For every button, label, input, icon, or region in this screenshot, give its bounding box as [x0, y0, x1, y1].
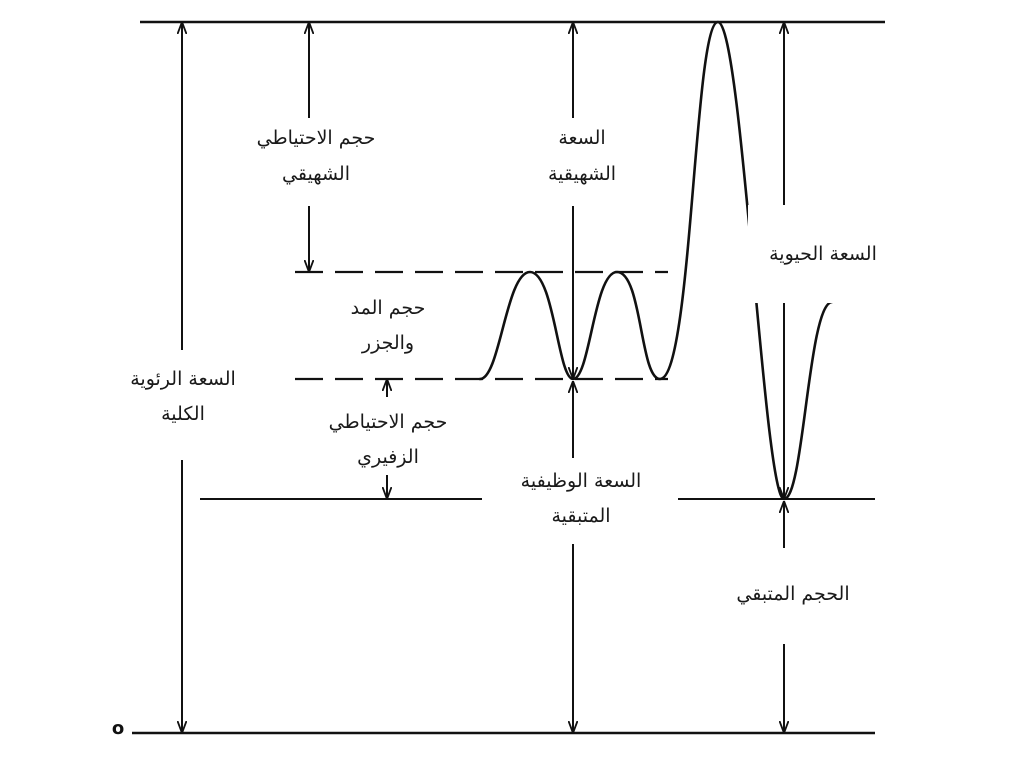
residual-volume-label: الحجم المتبقي: [736, 583, 849, 605]
label-bg-residual-volume: [718, 548, 870, 644]
tidal-volume-label-line2: والجزر: [361, 332, 414, 354]
label-bg-vital-capacity: [748, 205, 898, 303]
origin-zero-label: o: [112, 718, 124, 739]
expiratory-reserve-volume-label-line2: الزفيري: [357, 446, 419, 468]
functional-residual-capacity-label-line1: السعة الوظيفية: [521, 470, 642, 492]
total-lung-capacity-label-line2: الكلية: [161, 403, 205, 425]
spirogram-curve: [478, 20, 834, 501]
total-lung-capacity-label-line1: السعة الرئوية: [130, 368, 236, 390]
tidal-volume-label-line1: حجم المد: [351, 297, 426, 319]
inspiratory-reserve-volume-label-line1: حجم الاحتياطي: [257, 127, 376, 149]
functional-residual-capacity-label-line2: المتبقية: [551, 505, 610, 527]
expiratory-reserve-volume-label-line1: حجم الاحتياطي: [329, 411, 448, 433]
label-bg-inspiratory-capacity: [525, 118, 640, 206]
label-bg-inspiratory-reserve-volume: [238, 118, 398, 206]
inspiratory-reserve-volume-label-line2: الشهيقي: [282, 163, 350, 185]
label-bg-total-lung-capacity: [112, 350, 254, 460]
vital-capacity-label: السعة الحيوية: [769, 243, 877, 265]
inspiratory-capacity-label-line1: السعة: [558, 127, 605, 149]
label-bg-expiratory-reserve-volume: [312, 397, 462, 475]
inspiratory-capacity-label-line2: الشهيقية: [548, 163, 616, 185]
label-bg-functional-residual-capacity: [482, 458, 678, 544]
